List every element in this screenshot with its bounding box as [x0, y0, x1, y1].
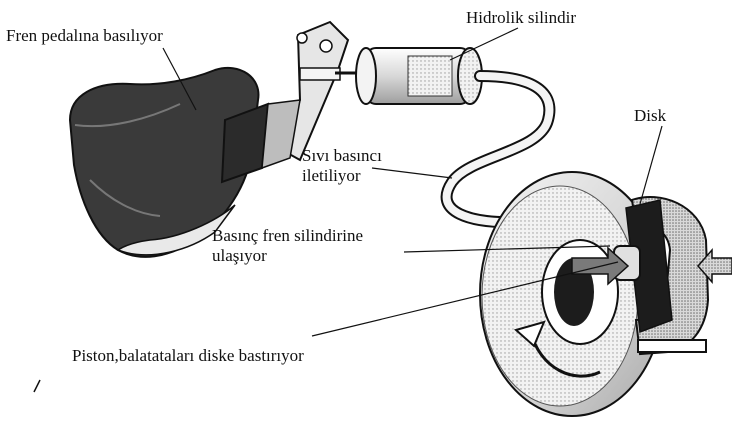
- corner-mark: [34, 380, 40, 392]
- label-disk: Disk: [634, 106, 666, 126]
- label-cylinder: Hidrolik silindir: [466, 8, 576, 28]
- label-pressure: Basınç fren silindirine ulaşıyor: [212, 226, 363, 266]
- label-fluid-line1: Sıvı basıncı: [302, 146, 382, 166]
- hydraulic-cylinder-icon: [356, 48, 482, 104]
- label-fluid-line2: iletiliyor: [302, 166, 382, 186]
- label-pressure-line1: Basınç fren silindirine: [212, 226, 363, 246]
- label-piston: Piston,balatataları diske bastırıyor: [72, 346, 304, 366]
- label-fluid: Sıvı basıncı iletiliyor: [302, 146, 382, 186]
- label-pedal: Fren pedalına basılıyor: [6, 26, 163, 46]
- label-pressure-line2: ulaşıyor: [212, 246, 363, 266]
